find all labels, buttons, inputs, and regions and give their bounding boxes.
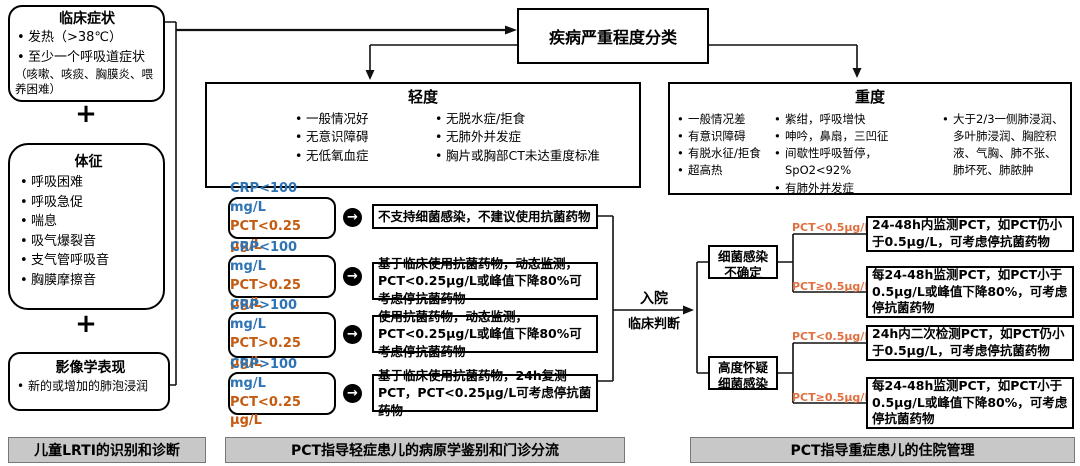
severity-classification-box: 疾病严重程度分类	[517, 8, 709, 64]
crp-pct-box-3: CRP>100 mg/L PCT>0.25 µg/L	[228, 298, 336, 370]
clinical-symptoms-box: 临床症状 发热（>38℃） 至少一个呼吸道症状 （咳嗽、咳痰、胸膜炎、喂养困难）	[8, 5, 165, 102]
circle-arrow-icon: →	[343, 384, 362, 403]
sign-item: 支气管呼吸音	[18, 251, 159, 271]
crp-pct-box-4: CRP>100 mg/L PCT<0.25 µg/L	[228, 357, 336, 428]
pct-threshold-label: PCT≥0.5µg/L	[792, 280, 872, 293]
sign-item: 呼吸困难	[18, 173, 159, 193]
clinical-symptoms-title: 临床症状	[59, 11, 115, 27]
sign-item: 呼吸急促	[18, 193, 159, 213]
severe-item: 有意识障碍	[675, 128, 772, 146]
clinical-symptoms-note: （咳嗽、咳痰、胸膜炎、喂养困难）	[15, 67, 153, 96]
imaging-item: 新的或增加的肺泡浸润	[15, 377, 166, 395]
suspected-infection-box: 高度怀疑 细菌感染	[708, 356, 778, 392]
imaging-title: 影像学表现	[55, 360, 126, 376]
pct-value: PCT>0.25 µg/L	[230, 277, 301, 312]
mild-item: 无低氧血症	[293, 147, 433, 166]
clinical-symptom-item: 发热（>38℃）	[15, 28, 159, 48]
sign-item: 吸气爆裂音	[18, 232, 159, 252]
severe-item: 间歇性呼吸暂停，SpO2<92%	[772, 145, 940, 180]
inpatient-action-2: 每24-48h监测PCT，如PCT小于0.5µg/L或峰值下降80%，可考虑停抗…	[866, 266, 1074, 318]
outpatient-action-4: 基于临床使用抗菌药物，24h复测PCT，PCT<0.25µg/L可考虑停抗菌药物	[372, 368, 598, 418]
severe-item: 一般情况差	[675, 111, 772, 129]
inpatient-action-4: 每24-48h监测PCT，如PCT小于0.5µg/L或峰值下降80%，可考虑停抗…	[866, 377, 1074, 429]
circle-arrow-icon: →	[343, 325, 362, 344]
outpatient-action-2: 基于临床使用抗菌药物，动态监测，PCT<0.25µg/L或峰值下降80%可考虑停…	[372, 256, 598, 306]
crp-value: CRP>100 mg/L	[230, 356, 298, 391]
crp-value: CRP>100 mg/L	[230, 298, 298, 333]
branch-label-line: 不确定	[724, 265, 762, 281]
mild-item: 无脱水症/拒食	[433, 110, 638, 129]
signs-title: 体征	[74, 154, 103, 170]
pct-threshold-label: PCT≥0.5µg/L	[792, 391, 872, 404]
section-label-outpatient: PCT指导轻症患儿的病原学鉴别和门诊分流	[225, 437, 625, 463]
severe-box: 重度 一般情况差 有意识障碍 有脱水征/拒食 超高热 紫绀，呼吸增快 呻吟，鼻扇…	[668, 82, 1072, 198]
inpatient-action-1: 24-48h内监测PCT，如PCT仍小于0.5µg/L，可考虑停抗菌药物	[866, 216, 1074, 252]
pct-value: PCT<0.25 µg/L	[230, 394, 301, 429]
mild-item: 无肺外并发症	[433, 128, 638, 147]
pct-threshold-label: PCT<0.5µg/L	[792, 221, 872, 234]
circle-arrow-icon: →	[343, 208, 362, 227]
crp-pct-box-2: CRP<100 mg/L PCT>0.25 µg/L	[228, 240, 336, 311]
clinical-symptom-item: 至少一个呼吸道症状	[15, 48, 159, 68]
outpatient-action-1: 不支持细菌感染，不建议使用抗菌药物	[372, 204, 598, 229]
branch-label-line: 细菌感染	[717, 376, 768, 392]
sign-item: 胸膜摩擦音	[18, 271, 159, 291]
crp-value: CRP<100 mg/L	[230, 181, 298, 216]
outpatient-action-3: 使用抗菌药物，动态监测，PCT<0.25µg/L或峰值下降80%可考虑停抗菌药物	[372, 309, 598, 359]
clinical-judgement-label: 临床判断	[627, 317, 680, 332]
plus-sign: +	[75, 99, 97, 129]
severe-item: 超高热	[675, 162, 772, 180]
sign-item: 喘息	[18, 212, 159, 232]
admission-label: 入院	[640, 291, 668, 307]
pct-value: PCT>0.25 µg/L	[230, 336, 301, 370]
severe-item: 紫绀，呼吸增快	[772, 111, 940, 129]
branch-label-line: 细菌感染	[717, 249, 768, 264]
mild-title: 轻度	[407, 88, 438, 106]
section-label-diagnosis: 儿童LRTI的识别和诊断	[8, 437, 206, 463]
severe-item: 大于2/3一侧肺浸润、多叶肺浸润、胸腔积液、气胸、肺不张、肺坏死、肺脓肿	[940, 111, 1066, 180]
crp-value: CRP<100 mg/L	[230, 239, 298, 274]
severe-item: 有脱水征/拒食	[675, 145, 772, 163]
circle-arrow-icon: →	[343, 267, 362, 286]
inpatient-action-3: 24h内二次检测PCT，如PCT仍小于0.5µg/L，可考虑停抗菌药物	[866, 325, 1074, 361]
plus-sign: +	[75, 309, 97, 339]
section-label-inpatient: PCT指导重症患儿的住院管理	[690, 437, 1075, 463]
mild-item: 一般情况好	[293, 110, 433, 129]
mild-item: 胸片或胸部CT未达重度标准	[433, 147, 638, 166]
severe-item: 有肺外并发症	[772, 180, 940, 198]
severe-item: 呻吟，鼻扇，三凹征	[772, 128, 940, 146]
pct-threshold-label: PCT<0.5µg/L	[792, 330, 872, 343]
signs-box: 体征 呼吸困难 呼吸急促 喘息 吸气爆裂音 支气管呼吸音 胸膜摩擦音	[8, 143, 165, 310]
pct-value: PCT<0.25 µg/L	[230, 219, 301, 253]
branch-label-line: 高度怀疑	[717, 360, 768, 375]
severe-title: 重度	[854, 88, 885, 106]
mild-item: 无意识障碍	[293, 128, 433, 147]
uncertain-infection-box: 细菌感染 不确定	[708, 245, 778, 281]
imaging-box: 影像学表现 新的或增加的肺泡浸润	[8, 352, 170, 411]
mild-box: 轻度 一般情况好 无意识障碍 无低氧血症 无脱水症/拒食 无肺外并发症 胸片或胸…	[205, 82, 641, 188]
crp-pct-box-1: CRP<100 mg/L PCT<0.25 µg/L	[228, 181, 336, 253]
